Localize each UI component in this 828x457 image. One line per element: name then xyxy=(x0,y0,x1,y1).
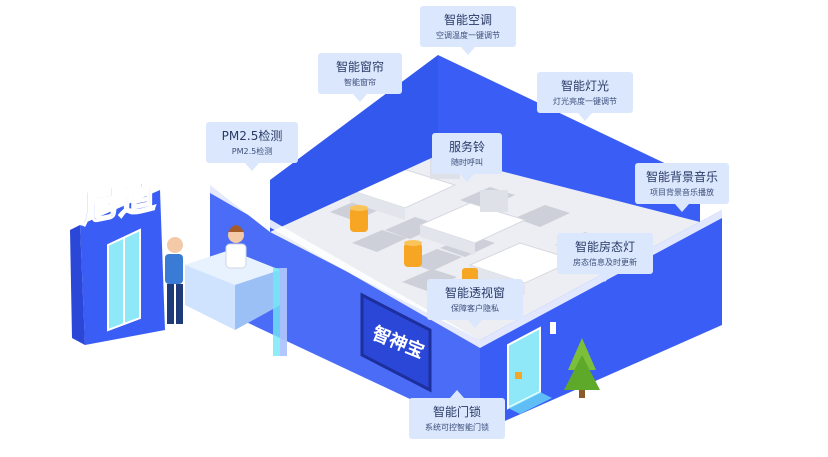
callout-subtitle: 项目背景音乐播放 xyxy=(650,188,714,197)
callout-title: 智能房态灯 xyxy=(574,240,635,254)
callout-title: 智能背景音乐 xyxy=(645,170,718,184)
back-right-wall xyxy=(438,55,700,222)
callout-title: 智能窗帘 xyxy=(335,60,384,74)
callout-subtitle: 空调温度一键调节 xyxy=(436,31,500,40)
callout-subtitle: 系统可控智能门锁 xyxy=(425,423,489,432)
pine-tree xyxy=(564,338,600,398)
smart-screen xyxy=(360,292,432,393)
callout-smart-window: 智能透视窗 保障客户隐私 xyxy=(427,279,523,328)
callout-smart-curtain: 智能窗帘 智能窗帘 xyxy=(318,53,402,102)
callout-title: 智能门锁 xyxy=(432,405,481,419)
callout-subtitle: 保障客户隐私 xyxy=(451,304,499,313)
callout-subtitle: 随时呼叫 xyxy=(451,158,483,167)
callout-subtitle: 智能窗帘 xyxy=(344,78,376,87)
back-left-wall xyxy=(270,55,438,232)
callout-background-music: 智能背景音乐 项目背景音乐播放 xyxy=(635,163,729,212)
callout-room-status-light: 智能房态灯 房态信息及时更新 xyxy=(557,233,653,282)
callout-title: PM2.5检测 xyxy=(221,129,283,143)
callout-title: 智能空调 xyxy=(443,13,492,27)
callout-subtitle: 房态信息及时更新 xyxy=(573,258,637,267)
callout-pm25: PM2.5检测 PM2.5检测 xyxy=(206,122,298,171)
callout-subtitle: 灯光亮度一键调节 xyxy=(553,97,617,106)
callout-subtitle: PM2.5检测 xyxy=(231,147,273,156)
receptionist-person xyxy=(225,225,247,269)
guest-person xyxy=(165,237,183,324)
callout-title: 智能透视窗 xyxy=(444,286,505,300)
callout-title: 智能灯光 xyxy=(560,79,609,93)
callout-smart-light: 智能灯光 灯光亮度一键调节 xyxy=(537,72,633,121)
callout-smart-lock: 智能门锁 系统可控智能门锁 xyxy=(409,390,505,439)
callout-title: 服务铃 xyxy=(448,140,485,154)
callout-service-bell: 服务铃 随时呼叫 xyxy=(432,133,502,182)
lamps xyxy=(350,205,478,282)
callout-smart-ac: 智能空调 空调温度一键调节 xyxy=(420,6,516,55)
